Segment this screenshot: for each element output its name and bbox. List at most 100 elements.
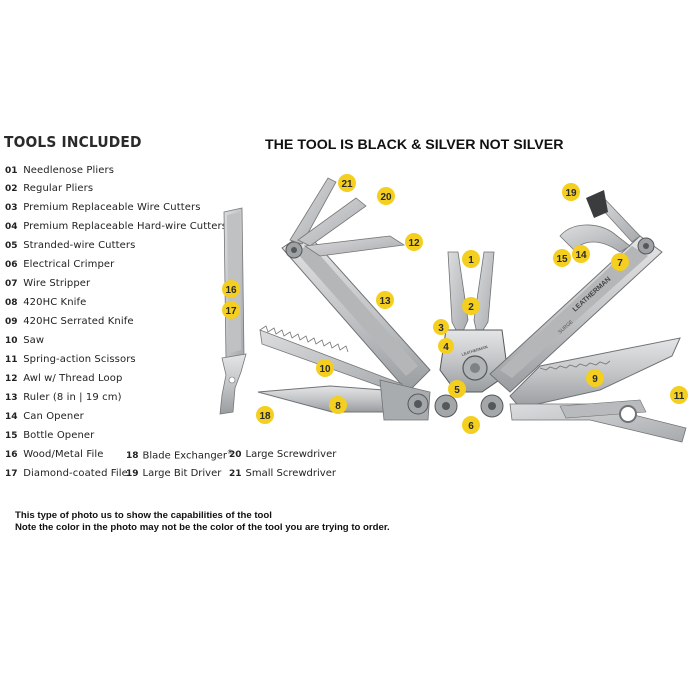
tool-label: Wood/Metal File [23, 449, 104, 460]
marker-label: 16 [225, 285, 237, 296]
marker-9: 9 [586, 369, 604, 387]
knife-blade [257, 379, 431, 421]
marker-label: 7 [617, 258, 623, 269]
marker-8: 8 [329, 396, 347, 414]
note-line: Note the color in the photo may not be t… [15, 522, 390, 533]
marker-2: 2 [462, 297, 480, 315]
marker-dot [462, 250, 480, 268]
marker-dot [256, 406, 274, 424]
marker-label: 1 [468, 255, 474, 266]
marker-dot [222, 280, 240, 298]
tool-number: 12 [5, 374, 18, 384]
tool-label: Can Opener [23, 411, 84, 422]
marker-13: 13 [376, 291, 394, 309]
marker-dot [611, 253, 629, 271]
marker-16: 16 [222, 280, 240, 298]
marker-label: 20 [380, 192, 392, 203]
tool-number: 10 [5, 336, 18, 346]
marker-4: 4 [438, 338, 454, 354]
marker-17: 17 [222, 301, 240, 319]
marker-label: 12 [408, 238, 420, 249]
tool-label: Spring-action Scissors [23, 354, 136, 365]
tool-item: 03 Premium Replaceable Wire Cutters [5, 202, 201, 213]
marker-dot [405, 233, 423, 251]
marker-15: 15 [553, 249, 571, 267]
tool-label: Electrical Crimper [23, 259, 115, 270]
scissors [509, 399, 687, 443]
marker-label: 11 [674, 391, 685, 402]
marker-label: 2 [468, 302, 474, 313]
tool-item: 09 420HC Serrated Knife [5, 316, 134, 327]
marker-dot [448, 380, 466, 398]
tool-number: 21 [229, 469, 242, 479]
marker-label: 19 [565, 188, 577, 199]
marker-label: 10 [319, 364, 331, 375]
tool-label: Bottle Opener [23, 430, 95, 441]
tool-number: 17 [5, 469, 18, 479]
marker-dot [316, 359, 334, 377]
tool-label: Premium Replaceable Wire Cutters [23, 202, 201, 213]
tool-item: 04 Premium Replaceable Hard-wire Cutters [5, 221, 227, 232]
tool-label: Saw [23, 335, 45, 346]
marker-dot [222, 301, 240, 319]
tool-item: 15 Bottle Opener [5, 430, 94, 441]
upper-right-implements [559, 190, 641, 253]
tool-number: 03 [5, 203, 18, 213]
tool-item: 16 Wood/Metal File [5, 449, 103, 460]
tool-number: 14 [5, 412, 18, 422]
marker-6: 6 [462, 416, 480, 434]
tool-number: 06 [5, 260, 18, 270]
marker-12: 12 [405, 233, 423, 251]
tool-item: 12 Awl w/ Thread Loop [5, 373, 122, 384]
plier-head: LEATHERMAN [439, 251, 509, 393]
marker-label: 13 [379, 296, 391, 307]
tool-number: 19 [126, 469, 139, 479]
tool-label: Diamond-coated File [23, 468, 128, 479]
marker-dot [433, 319, 449, 335]
tool-label: Needlenose Pliers [23, 165, 115, 176]
marker-dot [670, 386, 688, 404]
marker-dot [462, 297, 480, 315]
marker-dot [438, 338, 454, 354]
tool-number: 01 [5, 166, 18, 176]
marker-18: 18 [256, 406, 274, 424]
tool-label: Blade Exchanger [142, 450, 227, 462]
marker-dot [376, 291, 394, 309]
tool-number: 18 [126, 451, 139, 462]
marker-label: 4 [443, 342, 449, 353]
tool-item: 01 Needlenose Pliers [5, 165, 114, 176]
marker-11: 11 [670, 386, 688, 404]
marker-14: 14 [572, 245, 590, 263]
tool-number: 13 [5, 393, 18, 403]
marker-dot [553, 249, 571, 267]
tool-item: 02 Regular Pliers [5, 183, 93, 194]
marker-label: 5 [454, 385, 460, 396]
tools-heading: TOOLS INCLUDED [4, 133, 142, 151]
marker-label: 17 [225, 306, 237, 317]
tool-item: 08 420HC Knife [5, 297, 86, 308]
marker-3: 3 [433, 319, 449, 335]
marker-1: 1 [462, 250, 480, 268]
marker-label: 14 [575, 250, 587, 261]
tool-number: 11 [5, 355, 18, 365]
marker-5: 5 [448, 380, 466, 398]
tool-number: 04 [5, 222, 18, 232]
marker-21: 21 [338, 174, 356, 192]
headline: THE TOOL IS BLACK & SILVER NOT SILVER [265, 137, 564, 153]
tool-label: Large Bit Driver [142, 468, 222, 479]
marker-label: 15 [556, 254, 568, 265]
tool-item: 14 Can Opener [5, 411, 84, 422]
tool-number: 15 [5, 431, 18, 441]
tool-item: 17 Diamond-coated File [5, 468, 128, 479]
marker-dot [329, 396, 347, 414]
marker-dot [462, 416, 480, 434]
marker-20: 20 [377, 187, 395, 205]
tool-label: Stranded-wire Cutters [23, 240, 136, 251]
tool-item: 10 Saw [5, 335, 44, 346]
tool-label: Small Screwdriver [245, 468, 336, 479]
marker-10: 10 [316, 359, 334, 377]
